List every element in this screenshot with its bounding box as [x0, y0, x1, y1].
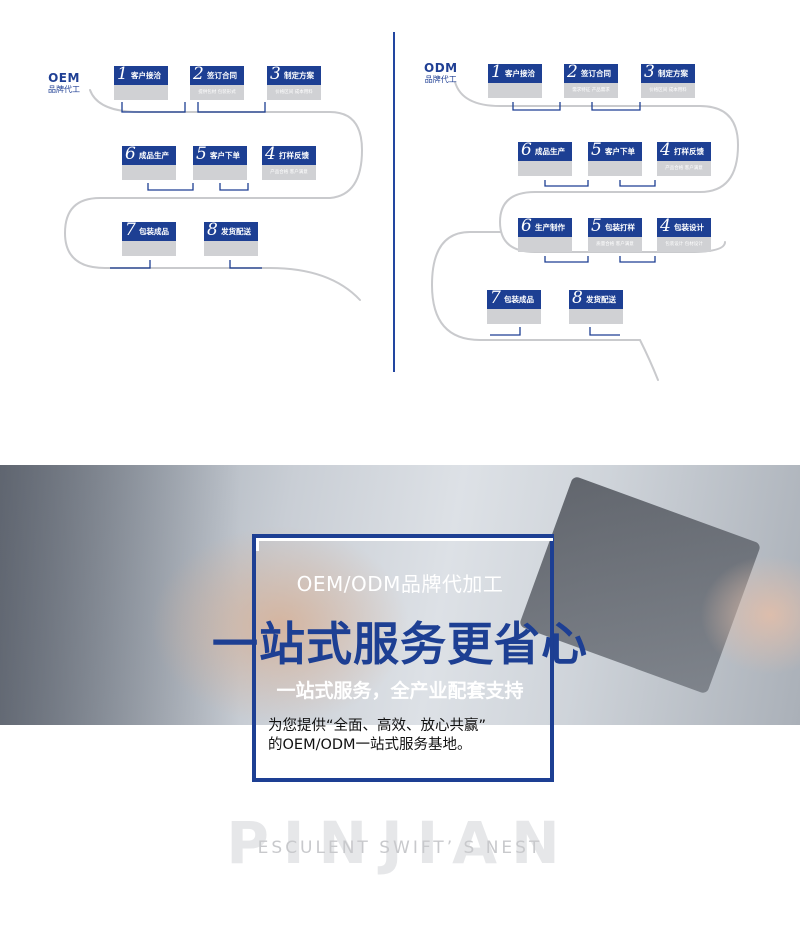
step-number: 6 — [521, 216, 532, 236]
odm-brand: ODM 品牌代工 — [424, 62, 458, 85]
step-detail: 提供包材 包装形式 — [190, 85, 244, 100]
step-number: 5 — [196, 144, 207, 164]
step-detail — [518, 237, 572, 252]
footer-brand-watermark: PINJIAN — [226, 809, 574, 877]
odm-brand-subtitle: 品牌代工 — [424, 75, 457, 84]
step-number: 5 — [591, 140, 602, 160]
step-number: 2 — [193, 64, 204, 84]
step-number: 2 — [567, 62, 578, 82]
step-number: 7 — [125, 220, 136, 240]
step-label: 客户接洽 — [505, 69, 535, 78]
step-detail — [487, 309, 541, 324]
step-number: 6 — [521, 140, 532, 160]
oem-brand-subtitle: 品牌代工 — [48, 85, 80, 94]
step-label: 客户下单 — [605, 147, 635, 156]
process-flow-lines — [63, 81, 740, 381]
banner-subtitle: OEM/ODM品牌代加工 — [296, 572, 504, 596]
oem-brand-title: OEM — [48, 71, 80, 85]
step-detail — [488, 83, 542, 98]
step-detail: 质量合格 客户满意 — [588, 237, 642, 252]
step-number: 4 — [660, 216, 671, 236]
oem-brand: OEM 品牌代工 — [48, 72, 80, 95]
step-number: 8 — [572, 288, 583, 308]
banner-frame — [252, 534, 554, 782]
step-label: 制定方案 — [658, 69, 688, 78]
step-detail — [122, 165, 176, 180]
step-number: 7 — [490, 288, 501, 308]
step-detail: 价格区间 成本用料 — [641, 83, 695, 98]
step-number: 6 — [125, 144, 136, 164]
step-detail — [518, 161, 572, 176]
handshake-banner-image — [0, 465, 800, 725]
step-label: 包装设计 — [674, 223, 704, 232]
odm-brand-title: ODM — [424, 61, 458, 75]
step-detail — [193, 165, 247, 180]
step-number: 1 — [117, 64, 128, 84]
footer-slogan: ESCULENT SWIFT’ S NEST — [257, 838, 543, 858]
step-detail — [588, 161, 642, 176]
banner-description: 为您提供“全面、高效、放心共赢” 的OEM/ODM一站式服务基地。 — [268, 717, 486, 755]
step-detail — [569, 309, 623, 324]
step-number: 1 — [491, 62, 502, 82]
banner-frame-highlight — [256, 538, 553, 551]
step-label: 成品生产 — [139, 151, 169, 160]
step-number: 3 — [644, 62, 655, 82]
step-label: 包装打样 — [605, 223, 635, 232]
step-label: 打样反馈 — [674, 147, 704, 156]
step-detail: 产品合格 客户满意 — [262, 165, 316, 180]
step-label: 客户下单 — [210, 151, 240, 160]
step-label: 签订合同 — [581, 69, 611, 78]
banner-tagline: 一站式服务，全产业配套支持 — [276, 680, 524, 702]
step-detail — [114, 85, 168, 100]
step-detail: 包装设计 包材设计 — [657, 237, 711, 252]
step-detail: 价格区间 成本用料 — [267, 85, 321, 100]
step-label: 发货配送 — [586, 295, 616, 304]
banner-title: 一站式服务更省心 — [212, 617, 588, 671]
step-detail — [122, 241, 176, 256]
step-label: 包装成品 — [504, 295, 534, 304]
step-label: 打样反馈 — [279, 151, 309, 160]
step-label: 包装成品 — [139, 227, 169, 236]
step-detail: 需求特征 产品需求 — [564, 83, 618, 98]
banner-description-line-1: 为您提供“全面、高效、放心共赢” — [268, 718, 487, 734]
step-number: 3 — [270, 64, 281, 84]
step-label: 成品生产 — [535, 147, 565, 156]
step-number: 4 — [265, 144, 276, 164]
section-divider — [393, 32, 395, 372]
step-label: 客户接洽 — [131, 71, 161, 80]
banner-description-line-2: 的OEM/ODM一站式服务基地。 — [268, 737, 472, 753]
step-label: 发货配送 — [221, 227, 251, 236]
step-number: 5 — [591, 216, 602, 236]
step-detail: 产品合格 客户满意 — [657, 161, 711, 176]
step-label: 签订合同 — [207, 71, 237, 80]
step-number: 8 — [207, 220, 218, 240]
step-label: 生产制作 — [535, 223, 565, 232]
step-detail — [204, 241, 258, 256]
step-number: 4 — [660, 140, 671, 160]
step-label: 制定方案 — [284, 71, 314, 80]
